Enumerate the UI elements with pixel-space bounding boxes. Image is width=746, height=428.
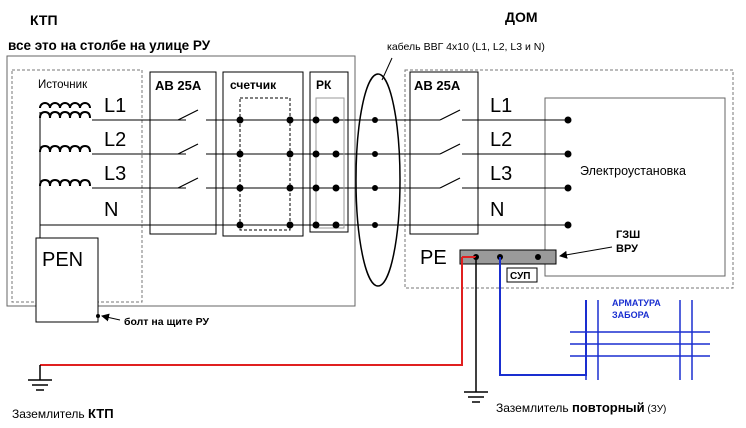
l1-label-left: L1 xyxy=(104,95,126,117)
ground-right-label: Заземлитель повторный (ЗУ) xyxy=(496,400,666,415)
breaker-right-label: АВ 25А xyxy=(414,78,461,93)
dom-title: ДОМ xyxy=(505,9,538,25)
source-label: Источник xyxy=(38,79,88,91)
pen-box xyxy=(35,237,99,323)
transformer-coils xyxy=(39,102,91,187)
breaker-right xyxy=(409,71,479,235)
pole-caption: все это на столбе на улице РУ xyxy=(8,38,211,53)
fence-label-2: ЗАБОРА xyxy=(612,310,650,320)
breaker-left-switches xyxy=(177,109,199,189)
l3-label-left: L3 xyxy=(104,163,126,185)
fence-rebar xyxy=(570,300,710,380)
house-frame xyxy=(404,69,734,289)
l2-label-left: L2 xyxy=(104,129,126,151)
ktp-title: КТП xyxy=(30,12,58,28)
n-label-right: N xyxy=(490,199,504,221)
meter-inner xyxy=(239,97,291,231)
bolt-dot xyxy=(96,314,100,318)
ground-symbol-right xyxy=(464,391,488,403)
breaker-left xyxy=(149,71,217,235)
meter-box xyxy=(222,71,304,237)
terminal-dots-right xyxy=(372,116,572,229)
breaker-left-label: АВ 25А xyxy=(155,78,202,93)
fence-label-1: АРМАТУРА xyxy=(612,298,661,308)
sup-label: СУП xyxy=(510,271,531,282)
bolt-label: болт на щите РУ xyxy=(124,316,210,328)
pen-label: PEN xyxy=(42,249,83,271)
vru-label: ВРУ xyxy=(616,243,638,255)
ground-symbol-left xyxy=(28,365,52,391)
gzsh-bus xyxy=(459,249,557,265)
installation-box xyxy=(544,97,726,277)
l1-label-right: L1 xyxy=(490,95,512,117)
red-pe-wire xyxy=(40,257,463,366)
l2-label-right: L2 xyxy=(490,129,512,151)
breaker-right-switches xyxy=(439,109,461,189)
installation-label: Электроустановка xyxy=(580,164,686,178)
terminal-dots-left xyxy=(236,116,340,229)
ground-left-label: Заземлитель КТП xyxy=(12,406,114,421)
gzsh-label: ГЗШ xyxy=(616,229,640,241)
rk-label: РК xyxy=(316,78,332,92)
cable-ellipse xyxy=(355,73,401,287)
pe-label: PE xyxy=(420,247,447,269)
l3-label-right: L3 xyxy=(490,163,512,185)
sup-box xyxy=(506,267,538,283)
phase-lines xyxy=(92,119,375,226)
meter-label: счетчик xyxy=(230,78,277,92)
n-label-left: N xyxy=(104,199,118,221)
ktp-outer-frame xyxy=(6,55,356,307)
rk-box xyxy=(309,71,349,233)
cable-label: кабель ВВГ 4х10 (L1, L2, L3 и N) xyxy=(387,41,545,53)
